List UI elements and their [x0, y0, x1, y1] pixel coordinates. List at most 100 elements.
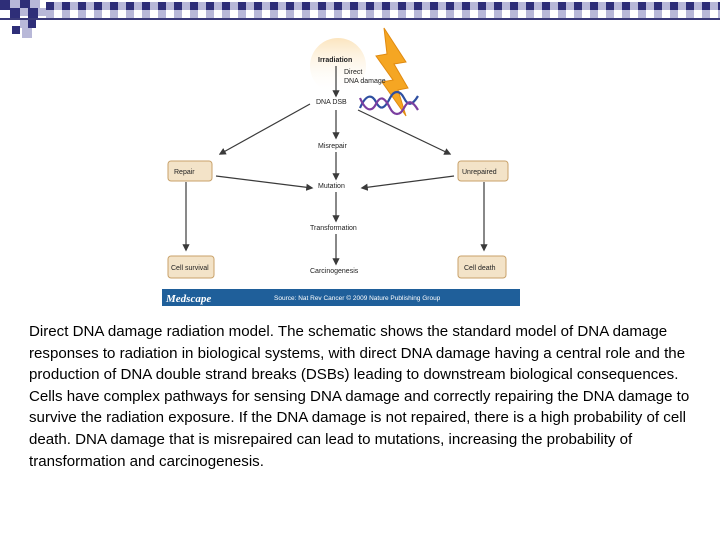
checker-square — [158, 10, 166, 18]
checker-square — [406, 2, 414, 10]
checker-square — [334, 10, 342, 18]
checker-square — [662, 10, 670, 18]
checker-square — [102, 2, 110, 10]
checker-square — [486, 10, 494, 18]
checker-square — [430, 10, 438, 18]
checker-square — [20, 0, 30, 10]
checker-square — [646, 10, 654, 18]
checker-square — [270, 10, 278, 18]
checker-square — [686, 2, 694, 10]
checker-square — [574, 10, 582, 18]
checker-square — [550, 2, 558, 10]
checker-square — [462, 2, 470, 10]
checker-square — [118, 2, 126, 10]
checker-square — [334, 2, 342, 10]
checker-square — [262, 10, 270, 18]
checker-square — [142, 2, 150, 10]
checker-square — [606, 2, 614, 10]
checker-square — [638, 2, 646, 10]
checker-square — [374, 2, 382, 10]
checker-square — [86, 2, 94, 10]
checker-square — [38, 8, 46, 16]
checker-square — [30, 0, 40, 10]
checker-square — [126, 10, 134, 18]
checker-square — [598, 10, 606, 18]
carcinogenesis-label: Carcinogenesis — [310, 268, 359, 275]
checker-square — [254, 2, 262, 10]
checker-square — [318, 10, 326, 18]
checker-square — [118, 10, 126, 18]
checker-square — [574, 2, 582, 10]
misrepair-label: Misrepair — [318, 143, 347, 150]
dna-dsb-label: DNA DSB — [316, 99, 347, 106]
checker-square — [78, 2, 86, 10]
checker-square — [270, 2, 278, 10]
checker-square — [222, 2, 230, 10]
checker-square — [12, 26, 20, 34]
checker-square — [686, 10, 694, 18]
checker-square — [198, 2, 206, 10]
irradiation-label: Irradiation — [318, 57, 352, 64]
checker-square — [126, 2, 134, 10]
transformation-label: Transformation — [310, 225, 357, 232]
checker-square — [62, 2, 70, 10]
checker-square — [518, 2, 526, 10]
checker-square — [214, 10, 222, 18]
checker-square — [262, 2, 270, 10]
checker-square — [158, 2, 166, 10]
checker-square — [630, 10, 638, 18]
checker-square — [222, 10, 230, 18]
checker-square — [198, 10, 206, 18]
checker-square — [382, 2, 390, 10]
checker-square — [526, 2, 534, 10]
checker-square — [422, 2, 430, 10]
checker-square — [510, 2, 518, 10]
checker-square — [286, 2, 294, 10]
checker-square — [526, 10, 534, 18]
cell-death-box: Cell death — [457, 255, 507, 279]
checker-square — [54, 2, 62, 10]
checker-square — [150, 2, 158, 10]
checker-square — [342, 2, 350, 10]
checker-square — [70, 10, 78, 18]
checker-square — [238, 2, 246, 10]
unrepaired-label: Unrepaired — [462, 169, 497, 176]
direct-damage-label-line2: DNA damage — [344, 78, 386, 85]
cell-survival-label: Cell survival — [171, 265, 209, 272]
checker-square — [190, 2, 198, 10]
checker-square — [190, 10, 198, 18]
diagram-canvas: Irradiation Direct DNA damage DNA DSB Mi… — [162, 27, 520, 306]
checker-square — [534, 10, 542, 18]
checker-square — [638, 10, 646, 18]
checker-square — [646, 2, 654, 10]
checker-square — [454, 10, 462, 18]
checker-square — [582, 10, 590, 18]
checker-square — [710, 2, 718, 10]
checker-square — [350, 10, 358, 18]
checker-square — [366, 10, 374, 18]
arrow-unrepaired-to-mutation — [360, 175, 455, 191]
checker-square — [590, 2, 598, 10]
checker-square — [534, 2, 542, 10]
checker-square — [174, 10, 182, 18]
checker-square — [454, 2, 462, 10]
checker-square — [62, 10, 70, 18]
checker-square — [430, 2, 438, 10]
checker-square — [478, 10, 486, 18]
checker-square — [278, 2, 286, 10]
radiation-model-figure: Irradiation Direct DNA damage DNA DSB Mi… — [162, 26, 520, 308]
checker-square — [542, 2, 550, 10]
checker-square — [390, 2, 398, 10]
cell-survival-box: Cell survival — [167, 255, 215, 279]
checker-square — [678, 2, 686, 10]
checker-square — [110, 2, 118, 10]
dna-helix-icon — [358, 90, 419, 116]
checker-square — [134, 10, 142, 18]
checkered-header-decoration — [0, 0, 720, 38]
checker-square — [238, 10, 246, 18]
checker-square — [166, 2, 174, 10]
checker-square — [46, 10, 54, 18]
checker-square — [78, 10, 86, 18]
checker-square — [142, 10, 150, 18]
repair-label: Repair — [174, 169, 195, 176]
